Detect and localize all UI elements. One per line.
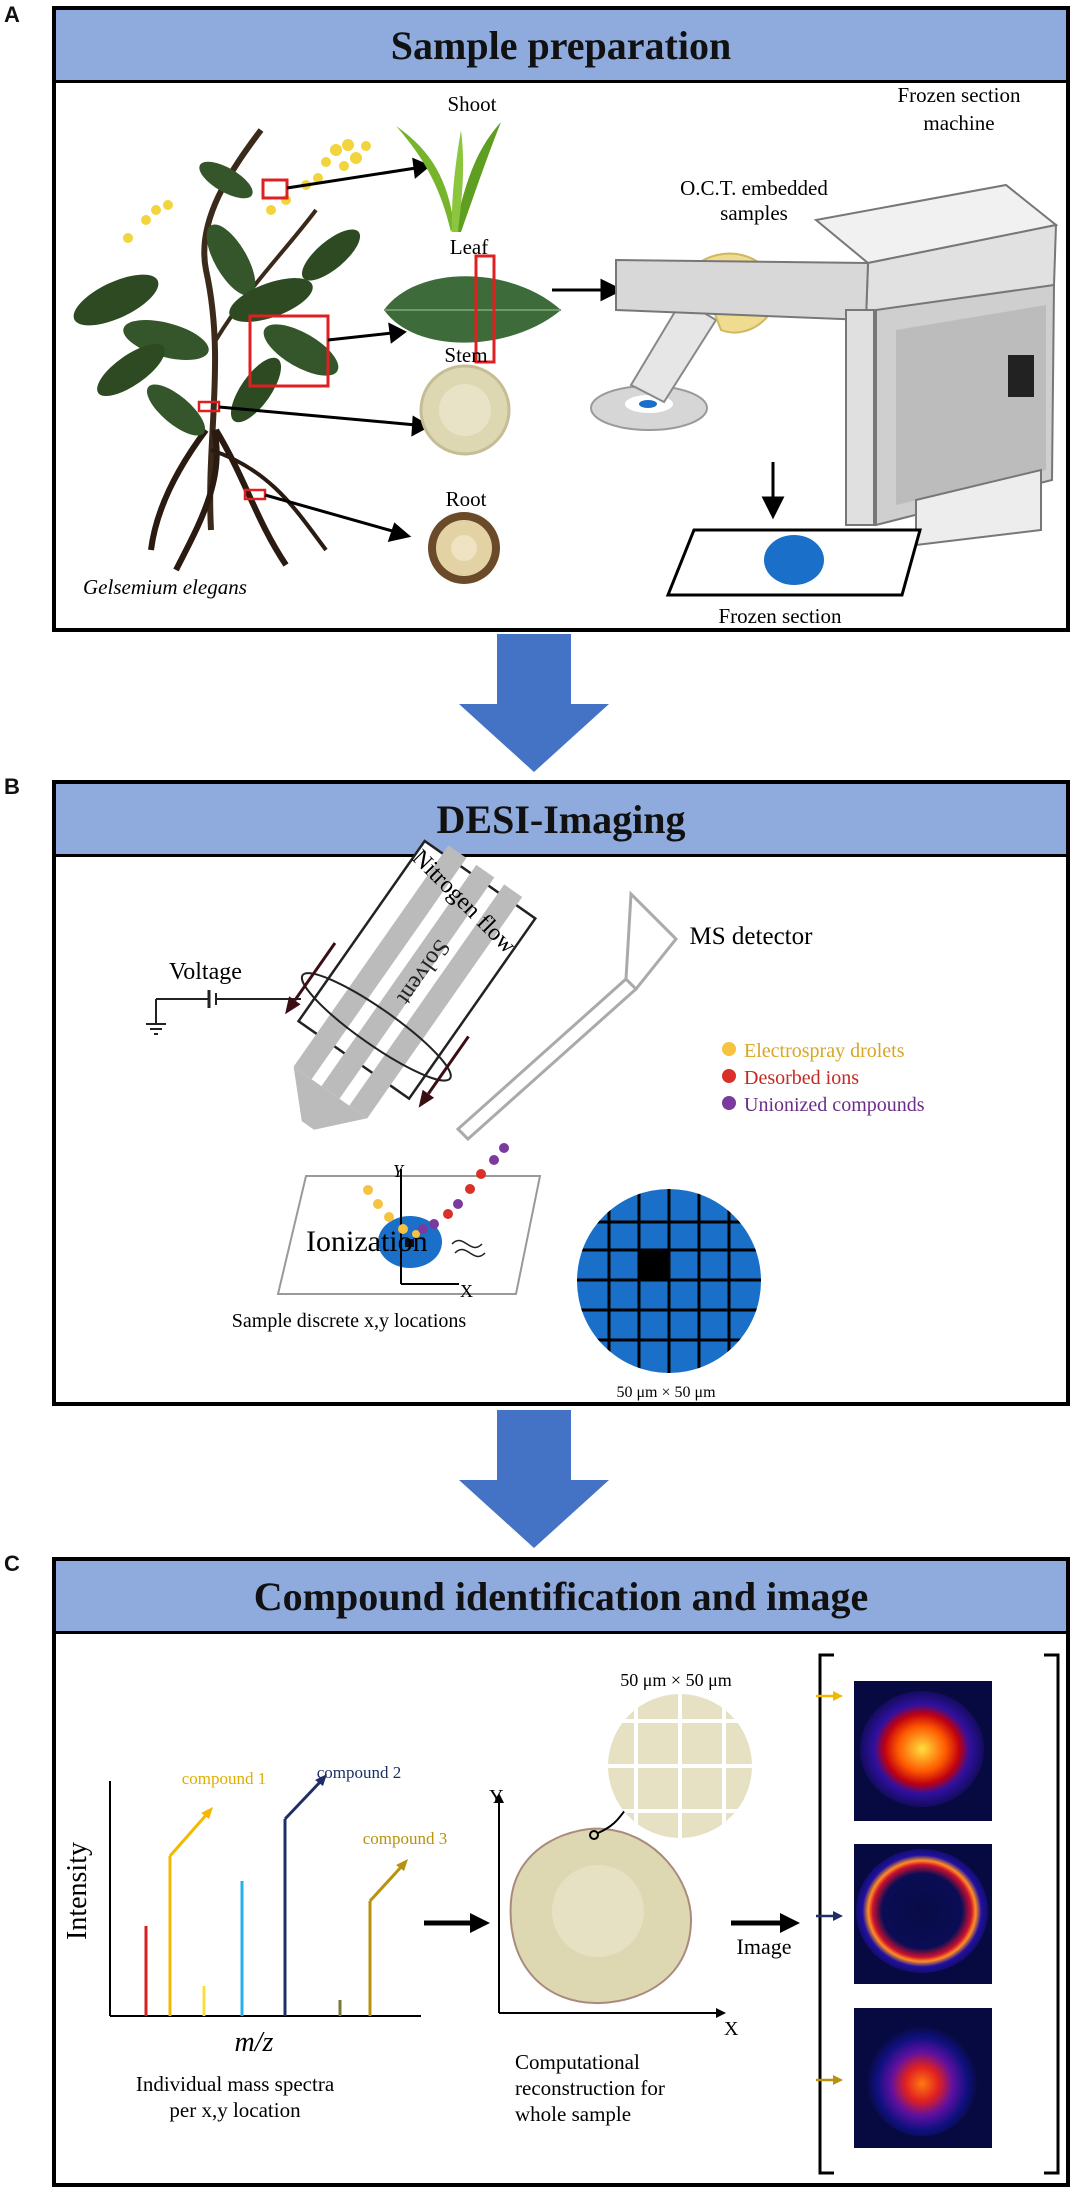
recon-axis-y-label: Y [489,1786,503,1808]
machine-label-line2: machine [923,111,994,135]
voltage-circuit [146,990,301,1035]
compound-3-label: compound 3 [363,1829,448,1848]
image-bracket-left [818,1653,834,2175]
spectra-label-line1: Individual mass spectra [136,2072,335,2096]
image-label: Image [737,1934,792,1959]
panel-a-diagram: Shoot Leaf Stem Root Gelsemium elegans O… [73,83,1059,628]
reconstruction-plot [494,1694,752,2018]
legend-marker-electrospray [722,1042,736,1056]
legend-marker-unionized [722,1096,736,1110]
panel-c-diagram: compound 1 compound 2 compound 3 Intensi… [62,1653,1060,2175]
panel-compound-identification: Compound identification and image compou… [52,1557,1070,2187]
stem-cross-section-icon [419,364,511,456]
root-label: Root [446,487,487,511]
voltage-label: Voltage [169,959,242,985]
legend-marker-desorbed [722,1069,736,1083]
frozen-section-slide [665,528,922,597]
legend-electrospray-label: Electrospray drolets [744,1040,905,1062]
shoot-icon [396,122,501,232]
axis-x-label: X [460,1281,473,1301]
panel-desi-imaging: DESI-Imaging Voltage Solvent [52,780,1070,1406]
leaf-label: Leaf [450,235,488,259]
mass-spectrum [109,1774,421,2017]
flow-arrow-a-to-b [459,634,609,772]
axis-y-label: Y [393,1161,405,1181]
droplet-legend: Electrospray drolets Desorbed ions Union… [722,1040,925,1116]
ms-detector-label: MS detector [690,923,814,950]
root-cross-section-icon [428,512,500,584]
oct-label-line1: O.C.T. embedded [680,176,828,200]
panel-c-letter: C [4,1551,20,1576]
compound-1-image [854,1681,992,1821]
shoot-label: Shoot [447,92,496,116]
panel-b-letter: B [4,774,20,799]
panel-c-title: Compound identification and image [56,1561,1066,1634]
compound-2-image [854,1844,992,1984]
recon-label-line2: reconstruction for [515,2076,665,2100]
root-highlight-box [243,488,267,501]
leaf-icon [384,254,561,364]
compound-image-arrows [816,1691,843,2085]
mz-axis-label: m/z [235,2027,274,2058]
sample-locations-label: Sample discrete x,y locations [232,1310,467,1332]
stem-highlight-box [197,400,221,413]
spray-droplets [363,1143,509,1238]
zoomed-pixel-grid [577,1189,761,1373]
compound-3-image [854,2008,992,2148]
oct-label-line2: samples [720,201,788,225]
compound-2-label: compound 2 [317,1763,402,1782]
panel-b-diagram: Voltage Solvent Nitrogen flow MS detecto… [146,839,925,1401]
machine-label-line1: Frozen section [897,83,1021,107]
legend-unionized-label: Unionized compounds [744,1094,925,1116]
recon-label-line1: Computational [515,2050,640,2074]
zoom-connector [451,1239,486,1258]
organ-connector-arrows [218,157,785,543]
panel-a-title: Sample preparation [56,10,1066,83]
recon-axis-x-label: X [724,2018,739,2040]
stem-label: Stem [444,343,487,367]
shoot-highlight-box [261,178,289,200]
pixel-size-label: 50 μm × 50 μm [616,1384,716,1401]
panel-b-title: DESI-Imaging [56,784,1066,857]
flow-arrow-b-to-c [459,1410,609,1548]
ionization-label: Ionization [306,1225,428,1258]
intensity-axis-label: Intensity [62,1842,93,1940]
compound-1-label: compound 1 [182,1769,267,1788]
legend-desorbed-label: Desorbed ions [744,1067,859,1089]
leaf-highlight-box [248,314,330,388]
plant-illustration [73,128,371,572]
ms-detector-icon [455,890,679,1142]
panel-sample-preparation: Sample preparation [52,6,1070,632]
leaf-section-box [474,254,496,364]
recon-label-line3: whole sample [515,2102,631,2126]
recon-pixel-size-label: 50 μm × 50 μm [620,1670,731,1690]
panel-a-letter: A [4,2,20,27]
frozen-section-machine-illustration [615,183,1059,547]
spectra-label-line2: per x,y location [169,2098,301,2122]
species-label: Gelsemium elegans [83,575,247,599]
image-bracket-right [1044,1653,1060,2175]
frozen-section-label: Frozen section [718,604,842,628]
desi-sprayer: Solvent [285,839,538,1130]
